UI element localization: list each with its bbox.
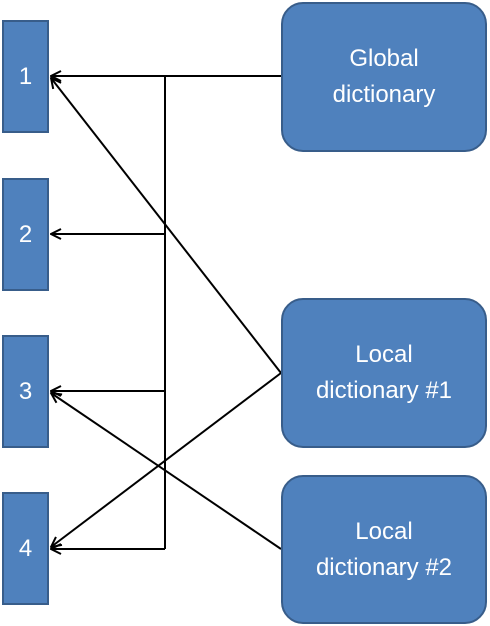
local-dictionary-1-box: Local dictionary #1 [281,298,487,448]
arrow-local2-to-3 [51,393,282,550]
global-dictionary-line2: dictionary [332,81,436,108]
global-dictionary-line1: Global [349,45,419,72]
global-dictionary-box: Global dictionary [281,2,487,152]
node-3: 3 [2,335,49,448]
local-dictionary-2-box: Local dictionary #2 [281,475,487,624]
node-1-label: 1 [18,62,33,90]
node-4: 4 [2,492,49,605]
local-dictionary-2-line1: Local [355,517,413,545]
local-dictionary-2-line2: dictionary #2 [315,553,453,581]
node-1: 1 [2,20,49,133]
node-2: 2 [2,178,49,291]
local-dictionary-1-line2: dictionary #1 [315,377,453,404]
node-2-label: 2 [18,220,33,248]
arrow-local1-to-4 [51,372,282,547]
arrow-local1-to-1 [51,78,282,374]
node-3-label: 3 [18,377,33,405]
local-dictionary-1-line1: Local [355,341,413,368]
node-4-label: 4 [18,534,33,562]
